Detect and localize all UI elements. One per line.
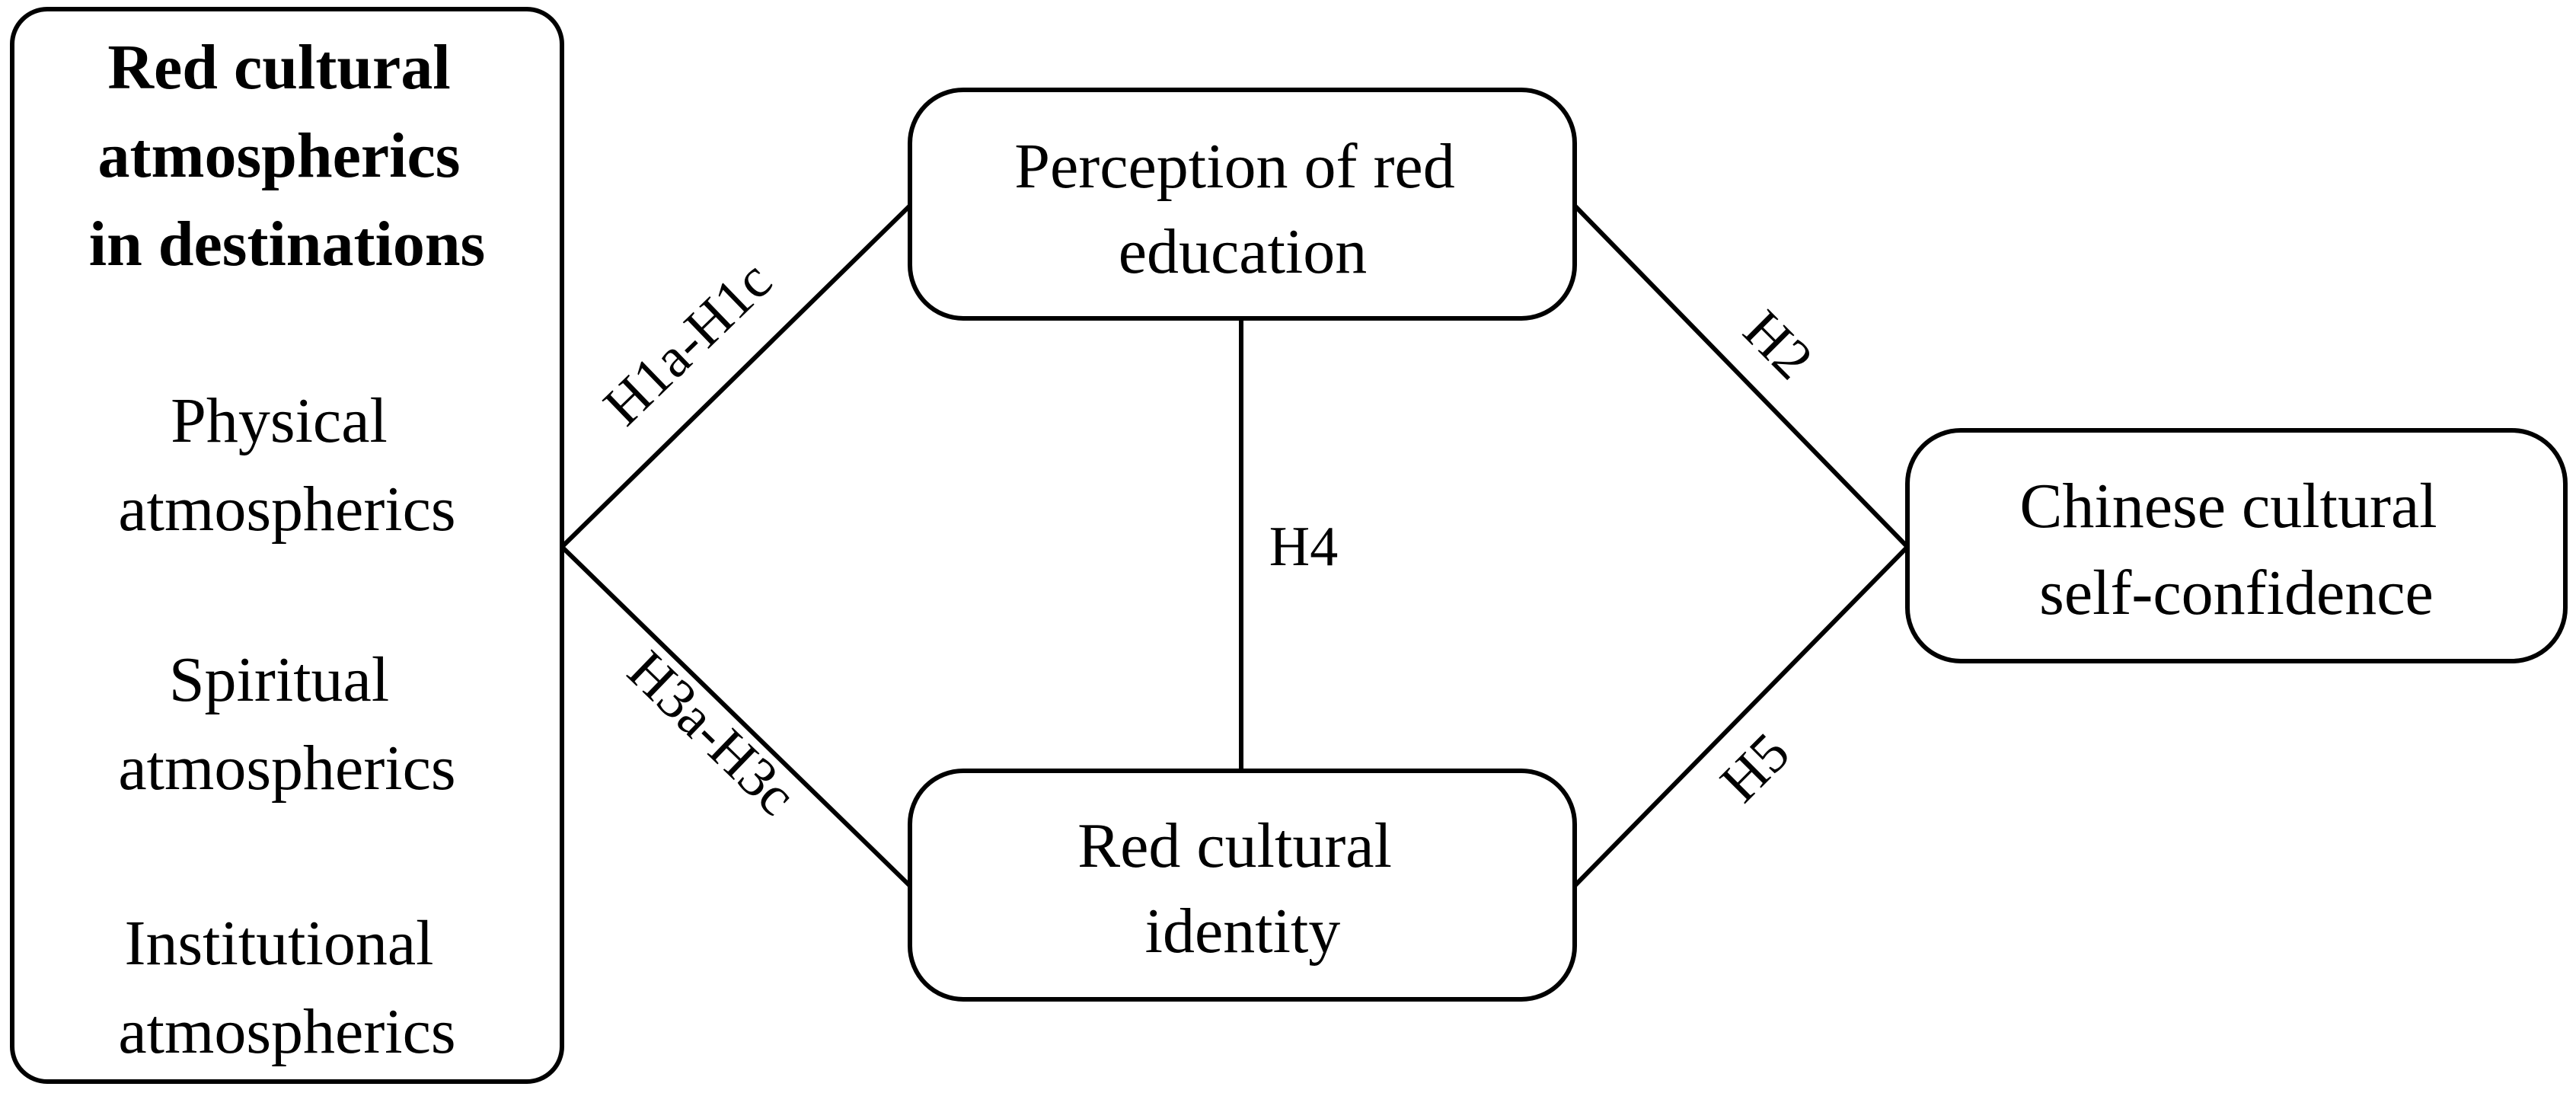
- confidence-line-2: self-confidence: [2039, 558, 2434, 628]
- edge-h1: [560, 203, 912, 549]
- antecedent-title-line-1: Red cultural: [107, 32, 450, 103]
- perception-box: [908, 88, 1577, 321]
- perception-line-2: education: [1119, 216, 1368, 287]
- item-spiritual-line-1: Spiritual: [169, 644, 389, 715]
- antecedent-title-line-2: atmospherics: [98, 120, 461, 191]
- antecedent-item-institutional: Institutional atmospherics: [118, 908, 455, 1067]
- confidence-box: [1905, 428, 2568, 663]
- antecedent-item-spiritual: Spiritual atmospherics: [118, 644, 455, 804]
- edge-h2: [1572, 203, 1910, 549]
- antecedent-item-physical: Physical atmospherics: [118, 385, 455, 545]
- edge-label-h3: H3a-H3c: [616, 639, 808, 827]
- edge-h3: [560, 545, 912, 888]
- antecedent-title-line-3: in destinations: [89, 209, 486, 280]
- item-institutional-line-2: atmospherics: [118, 996, 455, 1067]
- item-spiritual-line-2: atmospherics: [118, 733, 455, 804]
- item-institutional-line-1: Institutional: [125, 908, 434, 979]
- edge-label-h4: H4: [1269, 516, 1338, 578]
- edge-label-h1: H1a-H1c: [592, 249, 784, 437]
- perception-line-1: Perception of red: [1014, 131, 1454, 202]
- edge-h5: [1572, 545, 1910, 888]
- identity-line-2: identity: [1145, 896, 1341, 967]
- confidence-line-1: Chinese cultural: [2019, 471, 2437, 542]
- antecedent-title: Red cultural atmospherics in destination…: [89, 32, 486, 280]
- identity-box: [908, 769, 1577, 1002]
- antecedent-box: [10, 7, 564, 1084]
- identity-label: Red cultural identity: [1077, 810, 1408, 967]
- perception-label: Perception of red education: [1014, 131, 1470, 287]
- confidence-label: Chinese cultural self-confidence: [2019, 471, 2453, 628]
- item-physical-line-1: Physical: [171, 385, 388, 456]
- identity-line-1: Red cultural: [1077, 810, 1392, 881]
- item-physical-line-2: atmospherics: [118, 474, 455, 545]
